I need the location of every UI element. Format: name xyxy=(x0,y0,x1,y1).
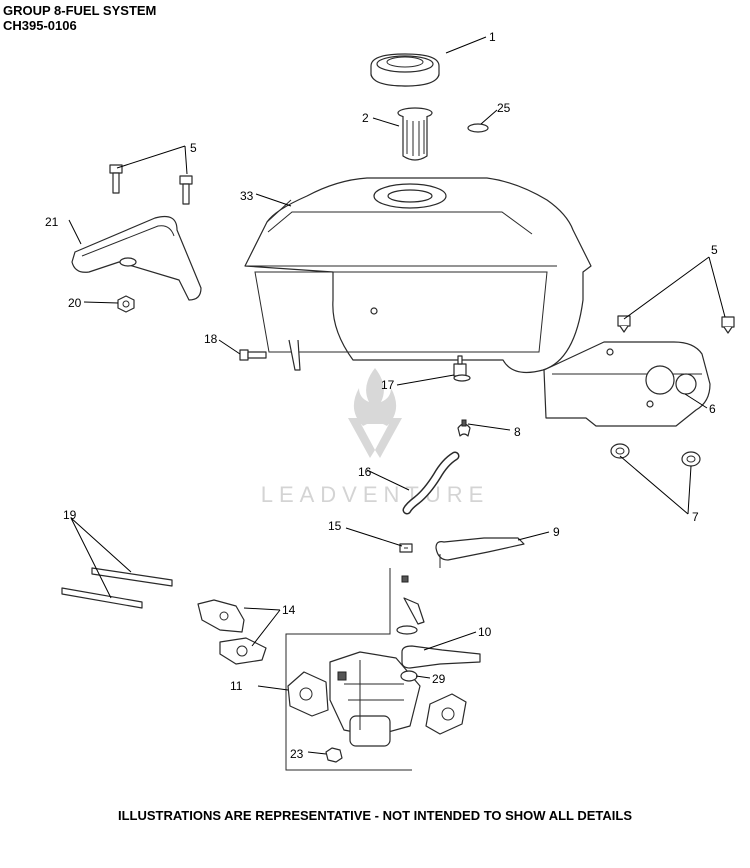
group-title: GROUP 8-FUEL SYSTEM xyxy=(3,3,157,18)
callout-6: 6 xyxy=(709,402,716,416)
callout-1: 1 xyxy=(489,30,496,44)
callout-14: 14 xyxy=(282,603,296,617)
callout-9: 9 xyxy=(553,525,560,539)
grommet-pair[interactable] xyxy=(610,443,701,467)
drain-screw[interactable] xyxy=(325,747,343,763)
callout-16: 16 xyxy=(358,465,372,479)
fuel-tank[interactable] xyxy=(244,177,592,373)
callout-29: 29 xyxy=(432,672,446,686)
callout-20: 20 xyxy=(68,296,82,310)
callout-18: 18 xyxy=(204,332,218,346)
fuel-strainer[interactable] xyxy=(397,107,433,161)
screw-small-parts[interactable] xyxy=(396,575,425,635)
watermark-text: LEADVENTURE xyxy=(261,482,490,507)
bolt-pair-left[interactable] xyxy=(109,164,193,205)
callout-7: 7 xyxy=(692,510,699,524)
disclaimer-footer: ILLUSTRATIONS ARE REPRESENTATIVE - NOT I… xyxy=(118,808,632,823)
bolt-pair-right[interactable] xyxy=(617,315,735,334)
tank-bracket-right[interactable] xyxy=(543,341,711,427)
callout-8: 8 xyxy=(514,425,521,439)
lever[interactable] xyxy=(435,537,525,568)
callout-23: 23 xyxy=(290,747,304,761)
nut[interactable] xyxy=(117,295,135,313)
diagram-code: CH395-0106 xyxy=(3,18,77,33)
carburetor-group-outline xyxy=(285,568,412,771)
cap-gasket[interactable] xyxy=(467,123,489,133)
carburetor-assembly[interactable] xyxy=(287,651,467,747)
fuel-valve-fitting[interactable] xyxy=(453,355,471,382)
callout-11: 11 xyxy=(230,679,243,693)
callout-15: 15 xyxy=(328,519,342,533)
callout-17: 17 xyxy=(381,378,395,392)
gasket-set[interactable] xyxy=(197,599,267,665)
callout-33: 33 xyxy=(240,189,254,203)
stud-pair[interactable] xyxy=(61,567,173,609)
seal[interactable] xyxy=(400,670,418,682)
bolt-18[interactable] xyxy=(239,349,267,361)
callout-2: 2 xyxy=(362,111,369,125)
callout-19: 19 xyxy=(63,508,77,522)
leader-lines xyxy=(68,36,726,755)
hose-clamp[interactable] xyxy=(457,419,471,437)
callout-5-right: 5 xyxy=(711,243,718,257)
fuel-cap[interactable] xyxy=(370,53,440,87)
tank-bracket-left[interactable] xyxy=(71,215,202,301)
choke-lever[interactable] xyxy=(401,645,481,669)
callout-labels: 1 2 25 5 33 21 20 18 5 6 17 8 16 19 15 9… xyxy=(45,30,718,761)
callout-21: 21 xyxy=(45,215,59,229)
callout-5-left: 5 xyxy=(190,141,197,155)
clip[interactable] xyxy=(399,543,413,553)
callout-25: 25 xyxy=(497,101,511,115)
callout-10: 10 xyxy=(478,625,492,639)
leadventure-watermark: LEADVENTURE xyxy=(261,368,490,507)
